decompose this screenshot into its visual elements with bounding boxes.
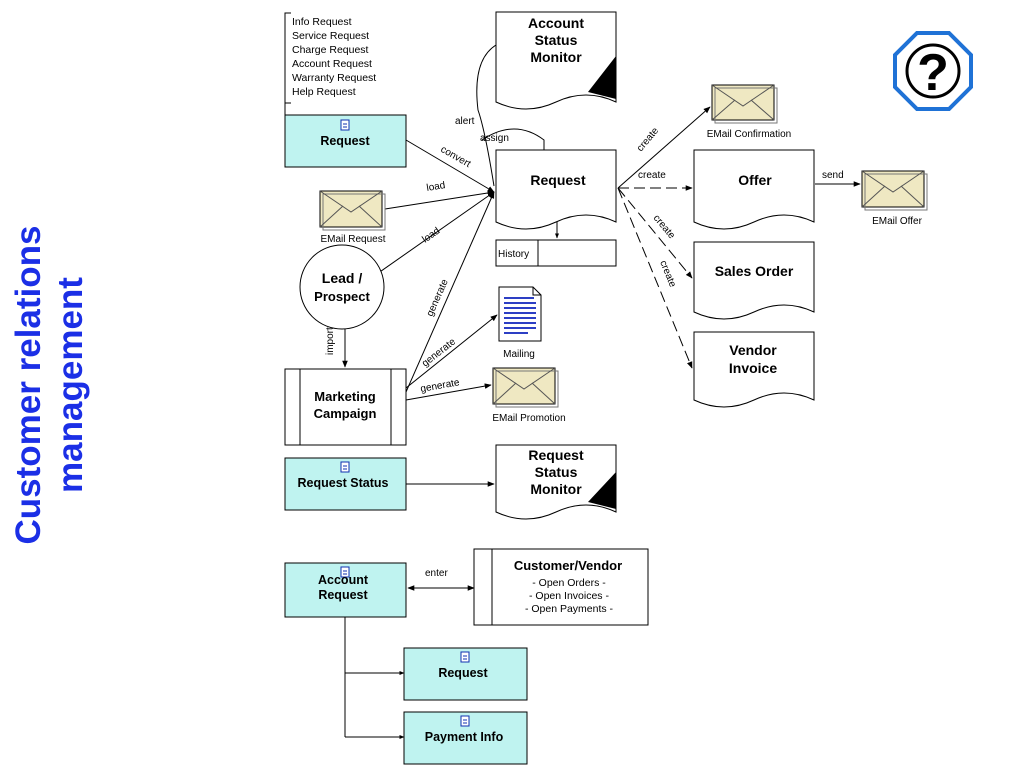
help-icon-glyph: ? (917, 44, 949, 102)
form-icon (340, 566, 350, 578)
form-request-main[interactable]: Request (284, 114, 407, 168)
edge-label-create-offer: create (638, 170, 666, 181)
request-type-item: Account Request (292, 58, 372, 70)
form-label: Account (318, 573, 369, 587)
form-label: Payment Info (425, 730, 504, 744)
edge-label-generate-promotion: generate (420, 377, 461, 395)
mailing: Mailing (498, 286, 542, 360)
envelope-email-promotion: EMail Promotion (492, 367, 566, 424)
lead-prospect-label: Prospect (314, 289, 370, 304)
customer-vendor-item: - Open Invoices - (529, 590, 609, 602)
request-type-item: Service Request (292, 30, 369, 42)
doc-request-status-monitor: Request Status Monitor (495, 444, 617, 520)
edge-label-create-sales-order: create (651, 213, 678, 242)
form-label: Request (438, 666, 488, 680)
doc-label: Offer (738, 172, 772, 188)
request-type-list: Info Request Service Request Charge Requ… (284, 12, 376, 104)
doc-request: Request (495, 149, 617, 230)
form-label: Request Status (298, 476, 389, 490)
envelope-email-offer: EMail Offer (861, 170, 928, 227)
form-icon (340, 461, 350, 473)
help-icon[interactable]: ? (893, 31, 973, 111)
edge-label-send: send (822, 170, 844, 181)
document-icon (498, 286, 542, 342)
doc-label: Status (535, 464, 578, 480)
doc-history-label: History (498, 249, 529, 260)
doc-label: Status (535, 32, 578, 48)
edge-label-enter: enter (425, 568, 448, 579)
lead-prospect-label: Lead / (322, 270, 363, 286)
mailing-label: Mailing (503, 349, 535, 360)
envelope-label: EMail Request (320, 234, 385, 245)
doc-label: Sales Order (715, 263, 794, 279)
customer-vendor-item: - Open Orders - (532, 577, 606, 589)
request-type-item: Warranty Request (292, 72, 376, 84)
edge-label-import: import (325, 327, 336, 355)
edge-label-create-confirmation: create (635, 125, 662, 154)
doc-label: Request (530, 172, 586, 188)
form-account-request[interactable]: Account Request (284, 562, 407, 618)
form-request-status[interactable]: Request Status (284, 457, 407, 511)
envelope-email-request: EMail Request (319, 190, 386, 245)
lead-prospect: Lead / Prospect (299, 244, 385, 330)
envelope-label: EMail Offer (872, 216, 922, 227)
form-label: Request (318, 588, 368, 602)
doc-sales-order: Sales Order (693, 241, 815, 320)
edge-label-alert: alert (455, 116, 475, 127)
doc-account-status-monitor: Account Status Monitor (495, 11, 617, 110)
envelope-label: EMail Promotion (492, 413, 565, 424)
edge-label-assign: assign (480, 133, 509, 144)
envelope-label: EMail Confirmation (707, 129, 791, 140)
doc-label: Monitor (530, 49, 582, 65)
marketing-campaign: Marketing Campaign (284, 368, 407, 446)
doc-label: Request (528, 447, 584, 463)
doc-label: Vendor (729, 342, 777, 358)
envelope-icon (711, 84, 775, 121)
doc-label: Monitor (530, 481, 582, 497)
form-icon (460, 651, 470, 663)
customer-vendor: Customer/Vendor - Open Orders - - Open I… (473, 548, 649, 626)
edge-label-load-email: load (426, 180, 446, 194)
marketing-campaign-label: Campaign (314, 406, 377, 421)
edge-label-load-lead: load (420, 226, 442, 246)
doc-offer: Offer (693, 149, 815, 230)
envelope-icon (492, 367, 556, 405)
request-type-item: Help Request (292, 86, 356, 98)
request-type-item: Charge Request (292, 44, 369, 56)
connectors (342, 44, 861, 739)
form-payment-info[interactable]: Payment Info (403, 711, 528, 765)
edge-label-create-vendor-invoice: create (657, 259, 678, 289)
doc-vendor-invoice: Vendor Invoice (693, 331, 815, 408)
doc-label: Account (528, 15, 584, 31)
request-type-item: Info Request (292, 16, 352, 28)
edge-label-convert: convert (439, 144, 473, 170)
envelope-icon (861, 170, 925, 208)
edge-label-generate-mailing: generate (420, 336, 458, 369)
envelope-email-confirmation: EMail Confirmation (707, 84, 791, 140)
customer-vendor-title: Customer/Vendor (514, 558, 622, 573)
customer-vendor-item: - Open Payments - (525, 603, 614, 615)
form-icon (460, 715, 470, 727)
marketing-campaign-label: Marketing (314, 389, 375, 404)
form-icon (340, 119, 350, 131)
form-label: Request (320, 134, 370, 148)
doc-history: History (495, 239, 617, 267)
envelope-icon (319, 190, 383, 228)
doc-label: Invoice (729, 360, 777, 376)
form-request-sub[interactable]: Request (403, 647, 528, 701)
